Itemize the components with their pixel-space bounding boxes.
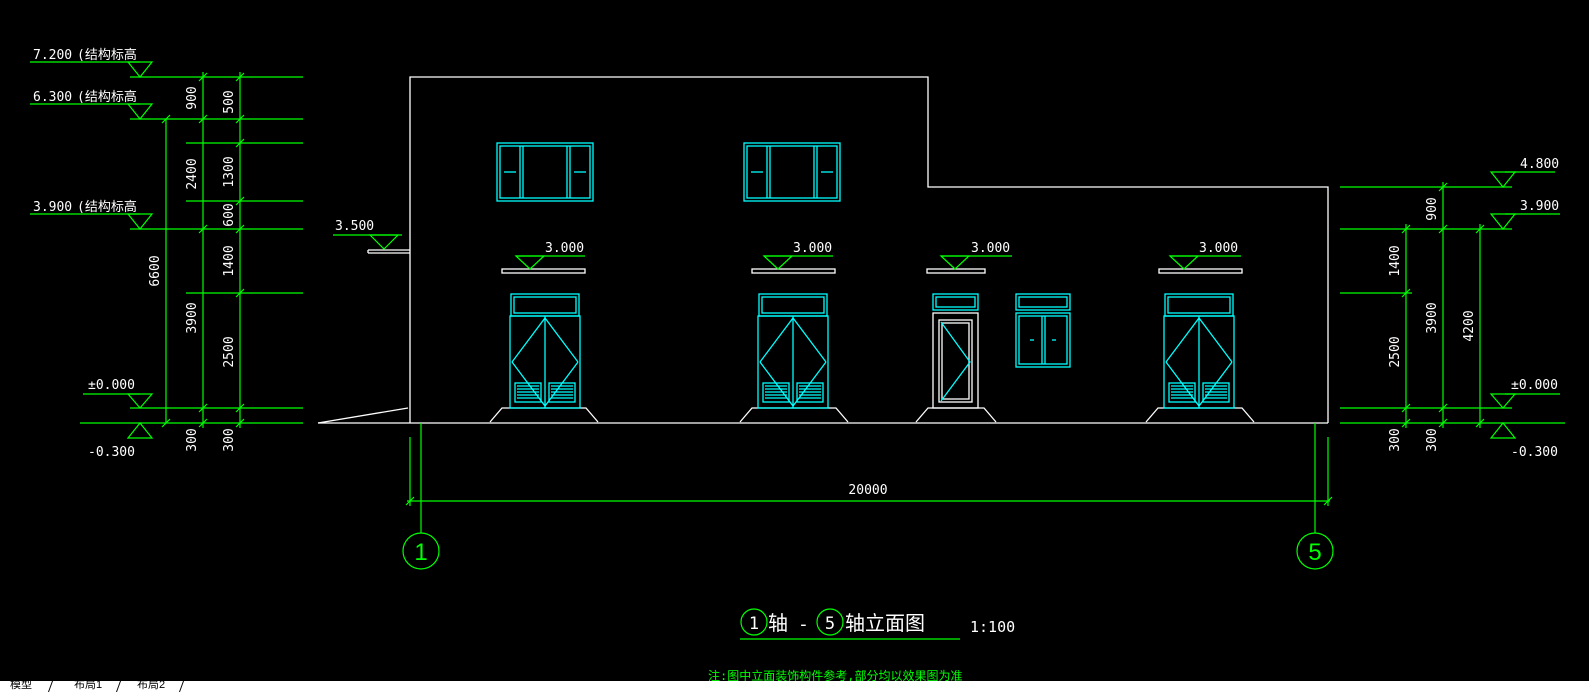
dim-3900: 3900 — [185, 302, 200, 333]
tab-separator — [115, 681, 122, 692]
dim-r-2500: 2500 — [1388, 336, 1403, 367]
side-window — [1015, 293, 1071, 368]
title-axis-word: 轴 — [768, 611, 788, 635]
drawing-note: 注:图中立面装饰构件参考,部分均以效果图为准 — [708, 668, 962, 681]
dim-r-300-a: 300 — [1388, 428, 1403, 451]
tab-model[interactable]: 模型 — [10, 681, 32, 691]
title-axis-start: 1 — [749, 614, 759, 634]
level-4800: 4.800 — [1520, 157, 1559, 172]
upper-window-right — [743, 142, 841, 202]
level-3900: 3.900 — [33, 200, 72, 215]
dim-r-300-b: 300 — [1425, 428, 1440, 451]
canopy-level-1: 3.000 — [545, 241, 584, 256]
axis-label-5: 5 — [1308, 539, 1321, 566]
level-minus-0300-left: -0.300 — [88, 445, 135, 460]
dim-600: 600 — [222, 203, 237, 226]
canopy-level-4: 3.000 — [1199, 241, 1238, 256]
title-axis-end: 5 — [825, 614, 835, 634]
dimension-lines — [30, 61, 1565, 640]
dim-2500: 2500 — [222, 336, 237, 367]
level-6300-note: (结构标高 — [77, 89, 137, 105]
level-0000-left: ±0.000 — [88, 378, 135, 393]
single-door — [932, 293, 979, 409]
level-0000-right: ±0.000 — [1511, 378, 1558, 393]
dim-r-3900: 3900 — [1425, 302, 1440, 333]
dim-r-4200: 4200 — [1462, 310, 1477, 341]
double-door-1 — [509, 293, 581, 409]
dim-6600: 6600 — [148, 255, 163, 286]
overall-dimension: 20000 — [848, 483, 887, 498]
title-elevation: 轴立面图 — [845, 611, 925, 635]
level-3900-right: 3.900 — [1520, 199, 1559, 214]
drawing-scale: 1:100 — [970, 618, 1015, 636]
title-dash: - — [798, 614, 809, 635]
dim-1400: 1400 — [222, 245, 237, 276]
dim-r-900: 900 — [1425, 197, 1440, 220]
tab-layout1[interactable]: 布局1 — [74, 681, 103, 691]
double-door-2 — [757, 293, 829, 409]
dim-1300: 1300 — [222, 156, 237, 187]
tab-layout2[interactable]: 布局2 — [137, 681, 166, 691]
level-7200-note: (结构标高 — [77, 47, 137, 63]
upper-window-left — [496, 142, 594, 202]
dim-2400: 2400 — [185, 158, 200, 189]
level-3900-note: (结构标高 — [77, 199, 137, 215]
double-door-4 — [1163, 293, 1235, 409]
tab-separator — [47, 681, 54, 692]
canopy-level-3: 3.000 — [971, 241, 1010, 256]
dim-300-a: 300 — [185, 428, 200, 451]
level-6300: 6.300 — [33, 90, 72, 105]
tab-separator — [178, 681, 185, 692]
layout-tab-bar: 模型 布局1 布局2 — [0, 681, 1589, 692]
axis-label-1: 1 — [414, 539, 427, 566]
canopy-level-2: 3.000 — [793, 241, 832, 256]
annotations: 7.200 (结构标高 6.300 (结构标高 3.900 (结构标高 ±0.0… — [33, 47, 1559, 681]
dim-r-1400: 1400 — [1388, 245, 1403, 276]
dim-900: 900 — [185, 86, 200, 109]
level-7200: 7.200 — [33, 48, 72, 63]
dim-300-b: 300 — [222, 428, 237, 451]
canopy-level-3500: 3.500 — [335, 219, 374, 234]
dim-500: 500 — [222, 90, 237, 113]
level-minus-0300-right: -0.300 — [1511, 445, 1558, 460]
